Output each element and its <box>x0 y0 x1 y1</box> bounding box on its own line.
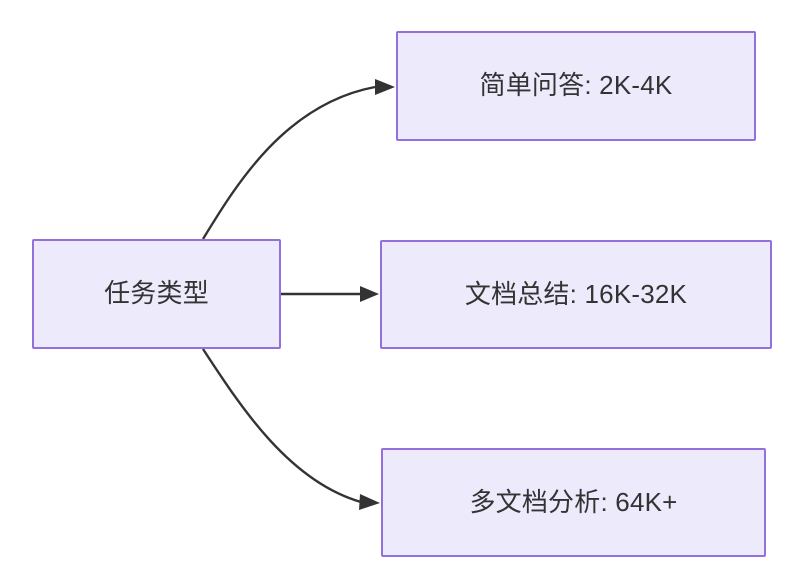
edge-root-to-simple-qa <box>201 79 395 240</box>
arrowhead-simple-qa <box>375 79 395 95</box>
node-multi-doc-analysis-label: 多文档分析: 64K+ <box>469 486 678 517</box>
edge-path-root-to-simple-qa <box>201 85 376 240</box>
node-task-type-label: 任务类型 <box>104 278 209 309</box>
node-simple-qa[interactable]: 简单问答: 2K-4K <box>396 31 756 141</box>
edge-root-to-doc-summary <box>281 286 379 302</box>
edge-root-to-multi-doc <box>201 348 380 510</box>
edge-path-root-to-multi-doc <box>201 348 362 504</box>
arrowhead-multi-doc <box>359 494 380 510</box>
node-task-type[interactable]: 任务类型 <box>32 239 281 349</box>
node-simple-qa-label: 简单问答: 2K-4K <box>479 70 673 101</box>
arrowhead-doc-summary <box>360 286 379 302</box>
node-doc-summary-label: 文档总结: 16K-32K <box>464 278 688 309</box>
node-doc-summary[interactable]: 文档总结: 16K-32K <box>380 240 772 349</box>
node-multi-doc-analysis[interactable]: 多文档分析: 64K+ <box>381 448 766 557</box>
